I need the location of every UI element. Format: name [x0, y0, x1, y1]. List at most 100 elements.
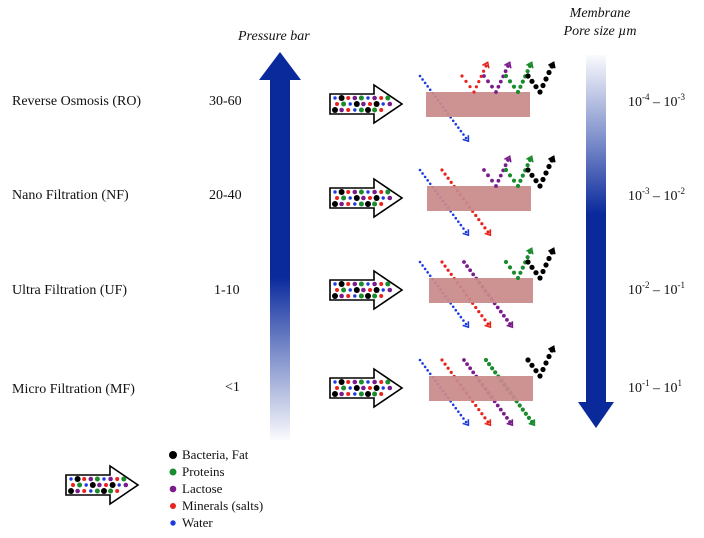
particle-dot [335, 102, 339, 106]
particle-dot [348, 196, 352, 200]
particle-dot [387, 195, 393, 201]
legend-label-minerals: Minerals (salts) [182, 498, 264, 513]
particle-dot [115, 489, 120, 493]
legend-swatch-water [170, 520, 176, 526]
particle-dot [365, 201, 371, 207]
particle-dot [366, 96, 370, 100]
particle-dot [353, 202, 357, 206]
particle-dot [123, 482, 129, 488]
membrane [429, 278, 533, 303]
proteins-retained-path [503, 155, 534, 189]
particle-dot [339, 391, 344, 397]
particle-dot [361, 195, 366, 201]
pore-size-value: 10-2 – 10-1 [628, 280, 685, 299]
process-name: Nano Filtration (NF) [12, 188, 129, 203]
particle-dot [379, 202, 384, 206]
particle-dot [102, 477, 106, 481]
particle-dot [381, 196, 385, 200]
particle-dot [366, 190, 370, 194]
bacteria-path [537, 155, 556, 189]
particle-dot [332, 391, 338, 397]
particle-dot [368, 196, 372, 200]
particle-dot [333, 96, 337, 100]
legend-label-bacteria: Bacteria, Fat [182, 447, 249, 462]
lactose-path [494, 61, 512, 94]
particle-dot [353, 294, 357, 298]
particle-dot [346, 380, 351, 384]
particle-dot [358, 95, 364, 101]
proteins-retained-path [503, 247, 534, 281]
particle-dot [368, 102, 372, 106]
particle-dot [104, 483, 108, 487]
particle-dot [94, 476, 100, 482]
particle-dot [82, 477, 87, 481]
legend-swatch-lactose [169, 485, 177, 493]
particle-dot [346, 108, 351, 112]
particle-dot [333, 380, 337, 384]
legend-label-proteins: Proteins [182, 464, 225, 479]
particle-dot [75, 488, 80, 494]
particle-dot [346, 202, 351, 206]
feed-arrow [329, 269, 404, 311]
particle-dot [366, 282, 370, 286]
particle-dot [71, 483, 75, 487]
legend-label-water: Water [182, 515, 213, 530]
particle-dot [352, 281, 358, 287]
bacteria-path [537, 345, 556, 379]
particle-dot [333, 190, 337, 194]
particle-dot [352, 379, 358, 385]
particle-dot [339, 293, 344, 299]
particle-dot [117, 483, 121, 487]
particle-dot [341, 195, 347, 201]
legend-swatch-proteins [169, 468, 177, 476]
membrane [429, 376, 533, 401]
particle-dot [361, 385, 366, 391]
particle-dot [358, 107, 364, 113]
particle-dot [379, 282, 384, 286]
pressure-header: Pressure bar [238, 29, 310, 44]
particle-dot [372, 293, 378, 299]
membrane-header-line2: Pore size µm [563, 24, 637, 39]
particle-dot [74, 476, 81, 482]
feed-arrow [329, 367, 404, 409]
particle-dot [385, 95, 391, 101]
minerals-retained-path [460, 61, 490, 94]
bacteria-retained-path [525, 345, 556, 379]
particle-dot [339, 107, 344, 113]
particle-dot [346, 190, 351, 194]
particle-dot [368, 386, 372, 390]
membrane-header: Membrane Pore size µm [540, 5, 660, 41]
particle-dot [387, 385, 393, 391]
process-name: Micro Filtration (MF) [12, 382, 135, 397]
bacteria-retained-path [525, 61, 556, 95]
pressure-value: <1 [225, 380, 240, 395]
particle-dot [115, 477, 120, 481]
particle-dot [352, 95, 358, 101]
particle-dot [77, 482, 83, 488]
particle-dot [379, 392, 384, 396]
particle-dot [353, 392, 357, 396]
particle-dot [385, 281, 391, 287]
particle-dot [366, 380, 370, 384]
pressure-value: 30-60 [209, 94, 242, 109]
particle-dot [365, 107, 371, 113]
particle-dot [101, 488, 107, 494]
membrane [427, 186, 531, 211]
particle-dot [341, 287, 347, 293]
particle-dot [346, 96, 351, 100]
particle-dot [82, 489, 87, 493]
process-name: Ultra Filtration (UF) [12, 283, 128, 298]
particle-dot [387, 287, 393, 293]
pore-size-value: 10-4 – 10-3 [628, 92, 685, 111]
particle-dot [368, 288, 372, 292]
particle-dot [358, 281, 364, 287]
legend-swatch-bacteria [169, 451, 177, 459]
particle-dot [372, 391, 378, 397]
particle-dot [335, 196, 339, 200]
lactose-path [494, 155, 512, 188]
particle-dot [109, 482, 116, 488]
feed-arrow [329, 83, 404, 125]
particle-dot [338, 95, 345, 101]
